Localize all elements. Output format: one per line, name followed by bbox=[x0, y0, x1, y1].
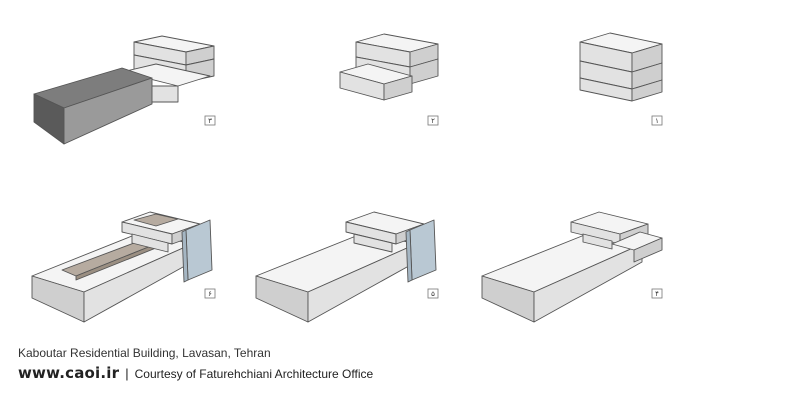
step-1-diagram bbox=[579, 32, 663, 102]
step-label-1: ۱ bbox=[651, 115, 663, 126]
step-label-2: ۲ bbox=[427, 115, 439, 126]
step-4-diagram bbox=[481, 211, 663, 323]
svg-text:۶: ۶ bbox=[208, 290, 212, 298]
svg-text:۴: ۴ bbox=[655, 290, 659, 298]
svg-text:۵: ۵ bbox=[431, 290, 435, 298]
massing-diagram: ۱ ۲ ۳ ۴ ۵ ۶ bbox=[31, 32, 663, 323]
step-5-diagram bbox=[255, 211, 437, 323]
step-label-4: ۴ bbox=[651, 288, 663, 299]
svg-text:۱: ۱ bbox=[655, 117, 659, 125]
project-caption: Kaboutar Residential Building, Lavasan, … bbox=[18, 346, 271, 360]
svg-text:۳: ۳ bbox=[208, 117, 212, 125]
step-2-diagram bbox=[339, 33, 439, 101]
step-label-3: ۳ bbox=[204, 115, 216, 126]
step-label-6: ۶ bbox=[204, 288, 216, 299]
website-link[interactable]: www.caoi.ir bbox=[18, 364, 120, 382]
footer-credit: www.caoi.ir | Courtesy of Faturehchiani … bbox=[18, 364, 373, 382]
step-3-diagram bbox=[33, 35, 215, 145]
separator: | bbox=[125, 366, 129, 381]
step-label-5: ۵ bbox=[427, 288, 439, 299]
courtesy-text: Courtesy of Faturehchiani Architecture O… bbox=[134, 367, 374, 381]
step-6-diagram bbox=[31, 211, 213, 323]
svg-text:۲: ۲ bbox=[431, 117, 435, 125]
